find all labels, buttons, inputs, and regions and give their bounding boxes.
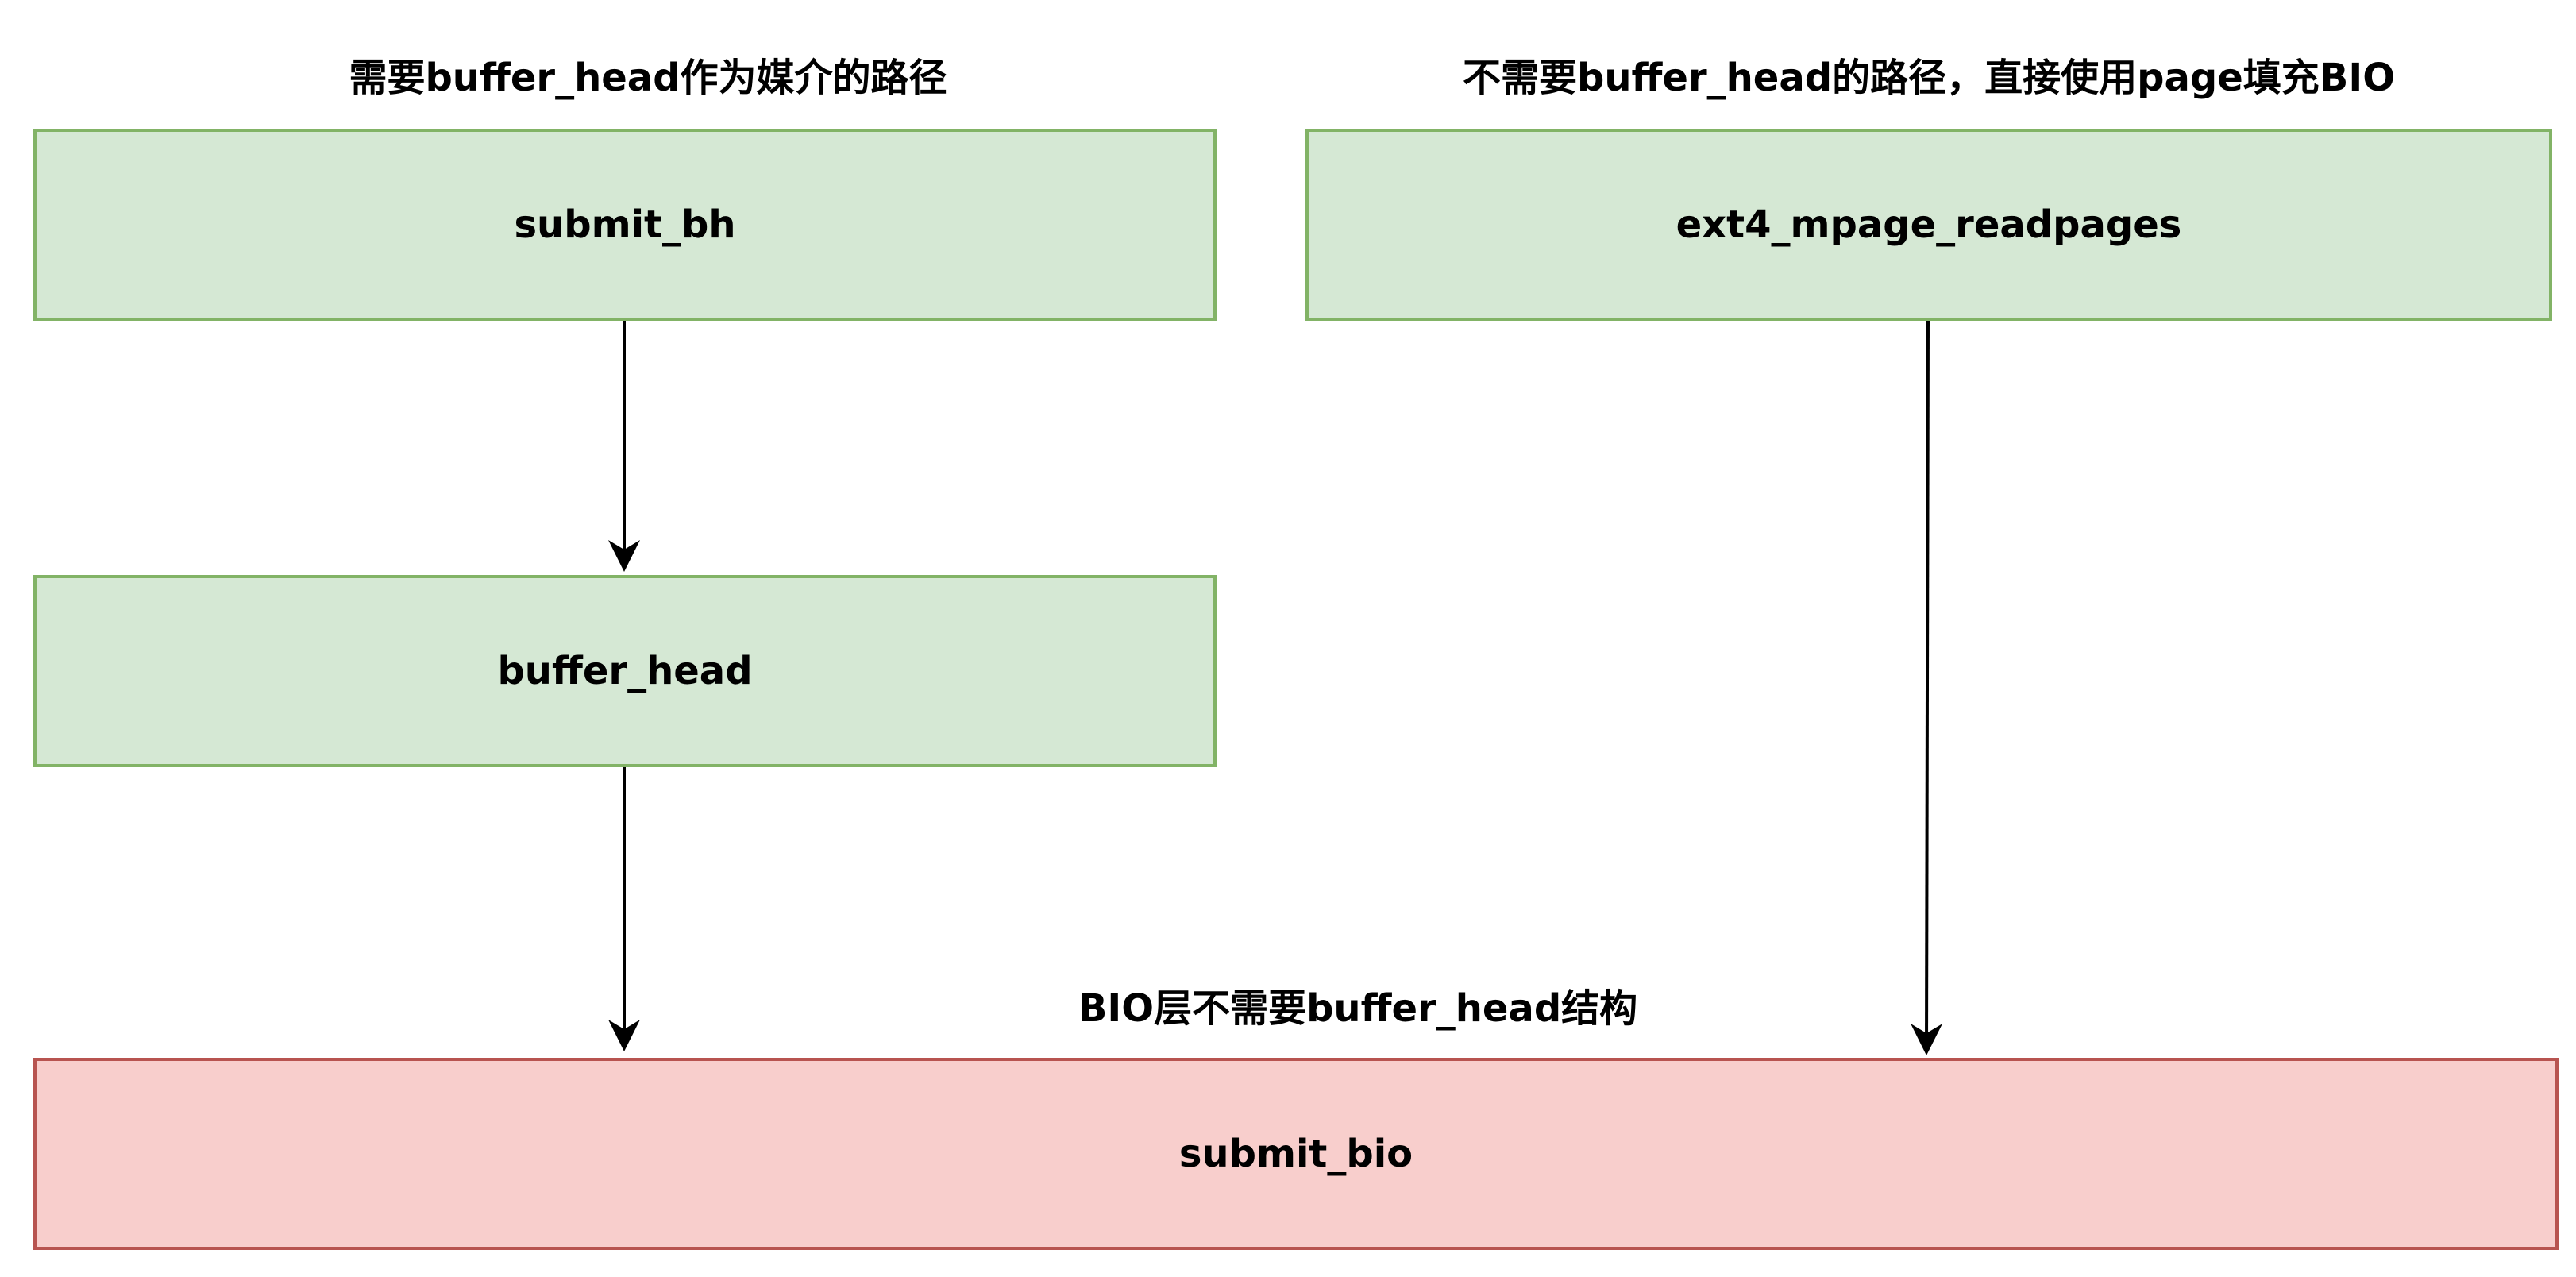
node-buffer-head-label: buffer_head xyxy=(497,649,753,693)
node-submit-bh-label: submit_bh xyxy=(514,203,736,247)
node-submit-bio-label: submit_bio xyxy=(1178,1132,1413,1176)
caption-left-path: 需要buffer_head作为媒介的路径 xyxy=(349,56,947,100)
node-submit-bh: submit_bh xyxy=(33,129,1217,321)
node-ext4-mpage-readpages: ext4_mpage_readpages xyxy=(1305,129,2552,321)
node-buffer-head: buffer_head xyxy=(33,575,1217,767)
caption-right-path: 不需要buffer_head的路径，直接使用page填充BIO xyxy=(1462,56,2396,100)
edge-ext4-mpage-readpages-to-submit-bio xyxy=(1911,320,1943,1055)
node-submit-bio: submit_bio xyxy=(33,1058,2559,1250)
caption-bio-layer: BIO层不需要buffer_head结构 xyxy=(1078,986,1638,1031)
node-ext4-mpage-readpages-label: ext4_mpage_readpages xyxy=(1676,203,2182,247)
